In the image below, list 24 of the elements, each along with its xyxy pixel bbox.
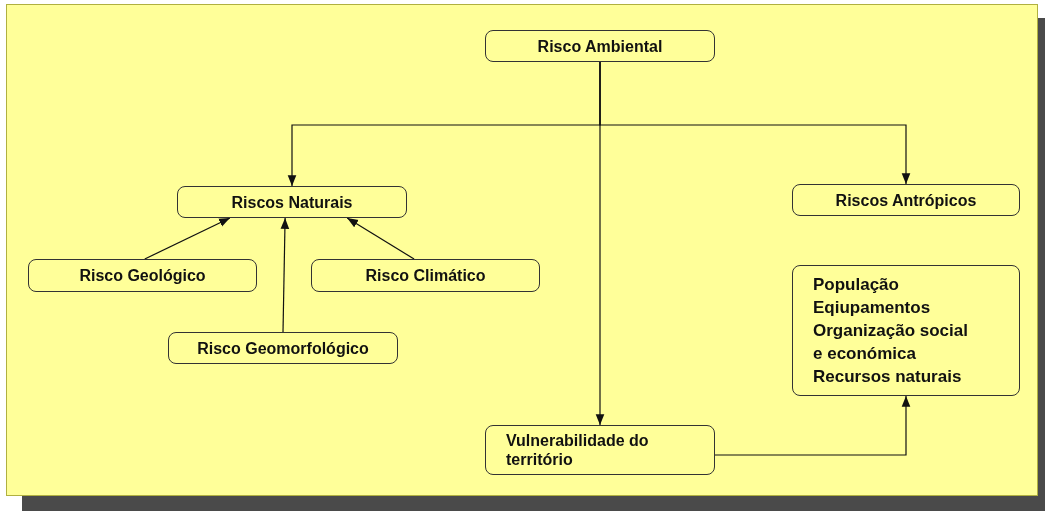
node-label: Eqiupamentos [813, 297, 931, 319]
node-label: População [813, 274, 899, 296]
arrow [346, 217, 415, 260]
node-label: Risco Ambiental [537, 36, 663, 56]
rounded-box [792, 265, 1020, 396]
node-label: Riscos Antrópicos [835, 190, 977, 210]
rounded-box [311, 259, 540, 292]
node-label: Recursos naturais [813, 366, 962, 388]
arrow [280, 217, 290, 333]
arrow [595, 61, 605, 426]
node-label: Vulnerabilidade do território [506, 431, 650, 469]
node-label: Riscos Naturais [231, 192, 353, 212]
rounded-box [177, 186, 407, 218]
node-label: Risco Geológico [79, 266, 206, 285]
rounded-box [792, 184, 1020, 216]
rounded-box [28, 259, 257, 292]
node-label: Risco Climático [365, 266, 486, 285]
rounded-box [485, 30, 715, 62]
node-label: Risco Geomorfológico [197, 338, 369, 358]
rounded-box [168, 332, 398, 364]
arrow [714, 395, 911, 456]
node-label: Organização social e económica [813, 320, 969, 365]
arrow [144, 217, 231, 260]
rounded-box [485, 425, 715, 475]
